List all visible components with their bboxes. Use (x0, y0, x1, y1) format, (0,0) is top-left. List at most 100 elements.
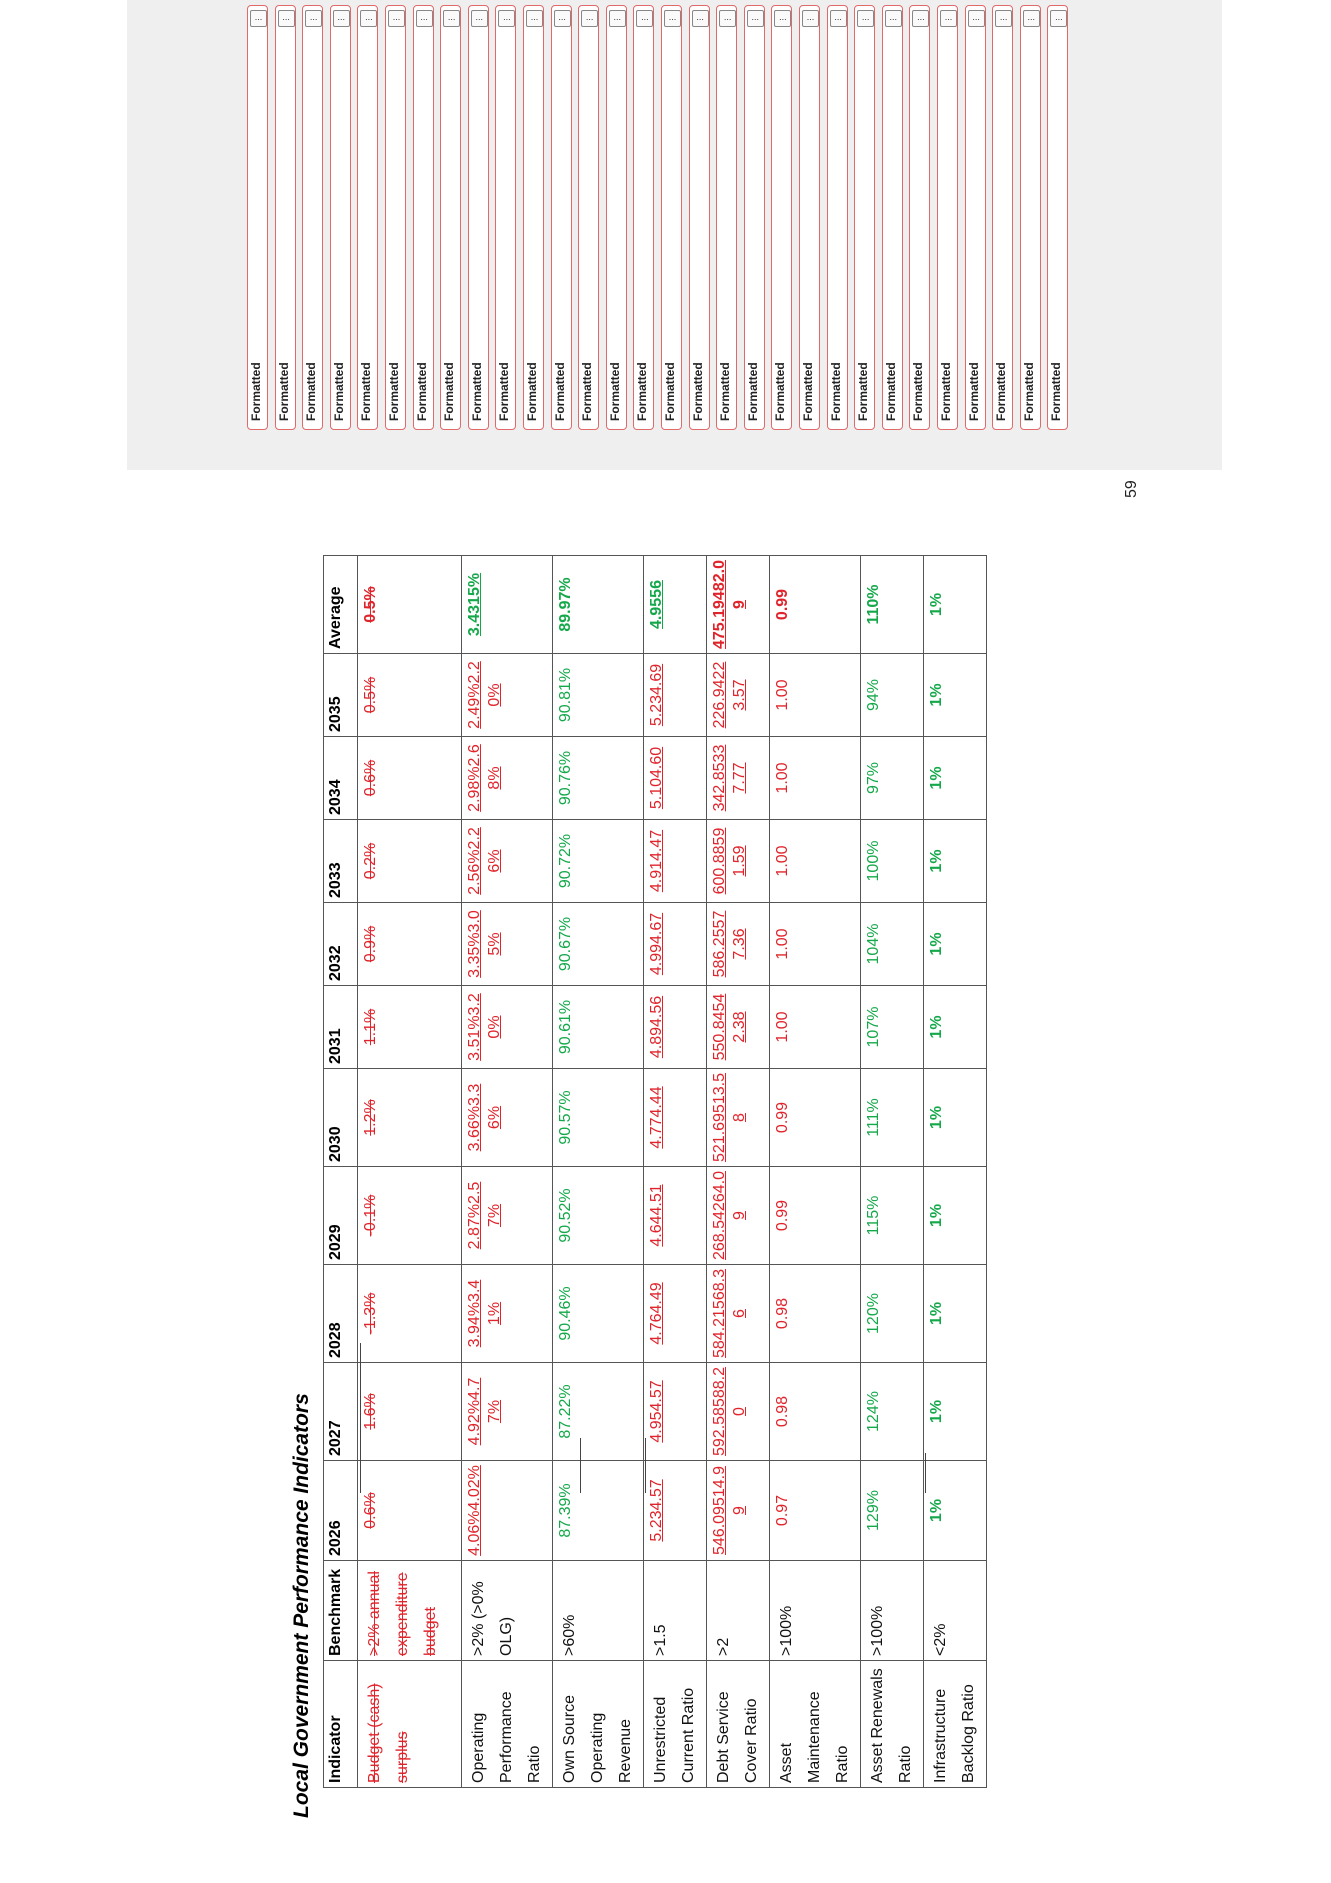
comment-balloon[interactable]: Formatted... (605, 5, 627, 430)
value-cell: 521.69513.58 (706, 1068, 770, 1167)
comment-options-button[interactable]: ... (608, 10, 626, 27)
table-row: Infrastructure Backlog Ratio<2%1%1%1%1%1… (923, 555, 987, 1788)
comment-balloon[interactable]: Formatted... (550, 5, 572, 430)
benchmark-cell: >1.5 (643, 1560, 707, 1661)
value-cell: -0.1% (357, 1166, 462, 1265)
comment-balloon[interactable]: Formatted... (495, 5, 517, 430)
comment-balloon[interactable]: Formatted... (385, 5, 406, 430)
comment-options-button[interactable]: ... (250, 10, 267, 27)
comment-balloon[interactable]: Formatted... (881, 5, 903, 430)
comment-options-button[interactable]: ... (802, 10, 819, 27)
value-cell: 100% (860, 819, 924, 903)
value-cell: 4.644.51 (643, 1166, 707, 1265)
margin-line (580, 1438, 581, 1493)
margin-line (360, 1343, 361, 1493)
comment-balloon[interactable]: Formatted... (688, 5, 710, 430)
performance-table: Indicator Benchmark 2026 2027 2028 2029 … (323, 555, 987, 1788)
value-cell: 2.49%2.20% (461, 653, 553, 737)
comment-options-button[interactable]: ... (857, 10, 875, 27)
comment-balloon[interactable]: Formatted... (909, 5, 931, 430)
comment-balloon[interactable]: Formatted... (964, 5, 986, 430)
comment-options-button[interactable]: ... (498, 10, 516, 27)
indicator-cell: Operating Performance Ratio (461, 1660, 553, 1788)
comment-balloon[interactable]: Formatted... (661, 5, 682, 430)
header-cell: Indicator (323, 1660, 358, 1788)
comment-options-button[interactable]: ... (636, 10, 654, 27)
comment-options-button[interactable]: ... (664, 10, 681, 27)
comment-options-button[interactable]: ... (884, 10, 902, 27)
comment-options-button[interactable]: ... (332, 10, 350, 27)
comment-balloon[interactable]: Formatted... (1047, 5, 1069, 430)
value-cell: 0.99 (769, 1166, 861, 1265)
value-cell: 1% (923, 1166, 987, 1265)
comment-options-button[interactable]: ... (277, 10, 295, 27)
comment-options-button[interactable]: ... (443, 10, 461, 27)
comment-options-button[interactable]: ... (388, 10, 405, 27)
margin-line (925, 1453, 926, 1493)
value-cell: 4.994.67 (643, 902, 707, 986)
comment-balloon[interactable]: Formatted... (247, 5, 268, 430)
header-cell: 2035 (323, 653, 358, 737)
header-cell: 2031 (323, 985, 358, 1069)
comment-balloon[interactable]: Formatted... (274, 5, 296, 430)
table-row: Asset Renewals Ratio>100%129%124%120%115… (860, 555, 924, 1788)
comment-balloon[interactable]: Formatted... (771, 5, 793, 430)
comment-options-button[interactable]: ... (415, 10, 433, 27)
comment-options-button[interactable]: ... (967, 10, 985, 27)
header-cell: 2026 (323, 1460, 358, 1561)
value-cell: 1.00 (769, 902, 861, 986)
comment-options-button[interactable]: ... (746, 10, 764, 27)
comment-options-button[interactable]: ... (305, 10, 323, 27)
value-cell: 3.35%3.05% (461, 902, 553, 986)
comment-options-button[interactable]: ... (940, 10, 957, 27)
comment-options-button[interactable]: ... (829, 10, 847, 27)
comment-options-button[interactable]: ... (912, 10, 930, 27)
comment-options-button[interactable]: ... (691, 10, 709, 27)
comment-balloon[interactable]: Formatted... (302, 5, 324, 430)
comment-balloon[interactable]: Formatted... (440, 5, 462, 430)
comment-options-button[interactable]: ... (774, 10, 792, 27)
indicator-cell: Asset Renewals Ratio (860, 1660, 924, 1788)
comment-balloon[interactable]: Formatted... (633, 5, 655, 430)
value-cell: 1% (923, 1264, 987, 1363)
comment-balloon[interactable]: Formatted... (854, 5, 876, 430)
comment-balloon[interactable]: Formatted... (357, 5, 379, 430)
value-cell: 1% (923, 653, 987, 737)
comment-balloon[interactable]: Formatted... (992, 5, 1014, 430)
value-cell: 104% (860, 902, 924, 986)
value-cell: 2.56%2.26% (461, 819, 553, 903)
comment-balloon[interactable]: Formatted... (826, 5, 848, 430)
value-cell: 1.00 (769, 985, 861, 1069)
value-cell: 87.22% (552, 1362, 644, 1461)
comment-balloon[interactable]: Formatted... (799, 5, 820, 430)
comment-options-button[interactable]: ... (581, 10, 599, 27)
comment-balloon[interactable]: Formatted... (578, 5, 600, 430)
value-cell: 1% (923, 1460, 987, 1561)
value-cell: 1.1% (357, 985, 462, 1069)
comment-balloon[interactable]: Formatted... (937, 5, 958, 430)
comment-options-button[interactable]: ... (1050, 10, 1068, 27)
value-cell: 1.2% (357, 1068, 462, 1167)
value-cell: 5.234.69 (643, 653, 707, 737)
value-cell: 3.51%3.20% (461, 985, 553, 1069)
value-cell: 90.46% (552, 1264, 644, 1363)
comment-options-button[interactable]: ... (719, 10, 737, 27)
comment-options-button[interactable]: ... (995, 10, 1013, 27)
indicator-cell: Debt Service Cover Ratio (706, 1660, 770, 1788)
comment-options-button[interactable]: ... (470, 10, 488, 27)
comment-balloon[interactable]: Formatted... (329, 5, 351, 430)
comment-options-button[interactable]: ... (360, 10, 378, 27)
comment-options-button[interactable]: ... (526, 10, 543, 27)
comment-balloon[interactable]: Formatted... (523, 5, 544, 430)
average-cell: 475.19482.09 (706, 555, 770, 654)
comment-balloon[interactable]: Formatted... (412, 5, 434, 430)
comment-balloon[interactable]: Formatted... (716, 5, 738, 430)
comment-options-button[interactable]: ... (1022, 10, 1040, 27)
value-cell: 90.72% (552, 819, 644, 903)
comment-balloon[interactable]: Formatted... (1019, 5, 1041, 430)
comment-balloon[interactable]: Formatted... (743, 5, 765, 430)
comment-balloon[interactable]: Formatted... (467, 5, 489, 430)
table-row: Budget (cash) surplus>2% annual expendit… (357, 555, 462, 1788)
comment-options-button[interactable]: ... (553, 10, 571, 27)
